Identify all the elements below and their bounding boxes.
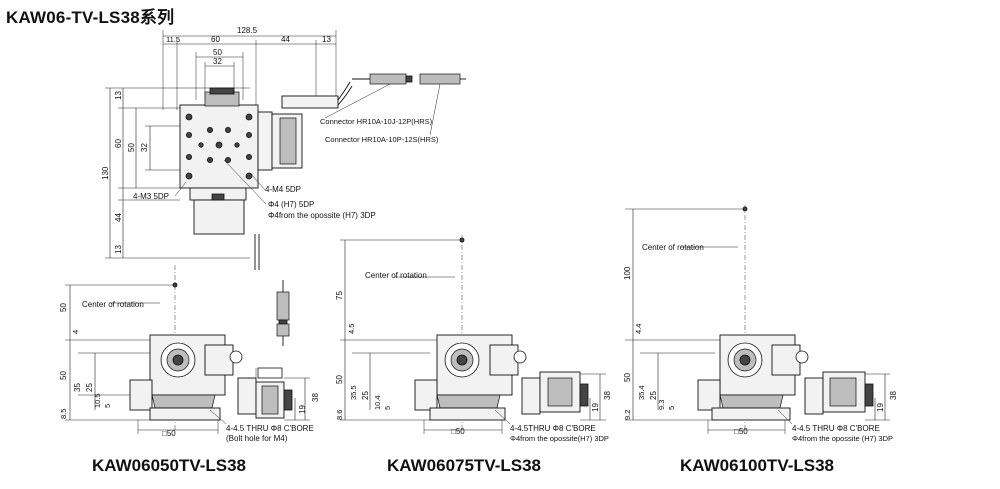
v3-dim-4: 25 xyxy=(649,391,658,400)
v3-dim-1: 4.4 xyxy=(634,324,643,334)
v3-dim-3: 35.4 xyxy=(637,385,646,400)
connector-plug xyxy=(369,73,407,85)
dim-128-5: 128.5 xyxy=(237,26,258,35)
page-title: KAW06-TV-LS38系列 xyxy=(6,8,175,27)
v1-left-block xyxy=(129,379,153,411)
model-label-1: KAW06050TV-LS38 xyxy=(92,456,247,475)
note-m3: 4-M3 5DP xyxy=(133,192,169,201)
v2-square: □50 xyxy=(451,427,465,436)
v1-dim-r1: 19 xyxy=(298,405,307,414)
dim-44: 44 xyxy=(281,35,290,44)
connector-1-label: Connector HR10A-10J-12P(HRS) xyxy=(320,117,433,126)
top-view: 128.5 11.5 60 44 13 50 32 13 60 50 32 13… xyxy=(101,26,466,270)
dim-13: 13 xyxy=(322,35,331,44)
note-phi4: Φ4 (H7) 5DP xyxy=(268,200,314,209)
v2-dim-4: 25 xyxy=(361,391,370,400)
v3-worm-gear xyxy=(719,394,784,409)
dim-v-44: 44 xyxy=(114,213,123,222)
dim-v-130: 130 xyxy=(101,166,110,180)
top-cable-block xyxy=(281,95,339,109)
v2-note2: Φ4from the opossite(H7) 3DP xyxy=(510,434,609,443)
dim-v-60: 60 xyxy=(114,139,123,148)
top-motor-band xyxy=(279,117,297,165)
v1-dim-3: 35 xyxy=(73,383,82,392)
v2-worm-gear xyxy=(436,394,501,409)
v2-left-block xyxy=(414,379,438,411)
dim-32: 32 xyxy=(213,57,222,66)
v1-dim-5: 10.5 xyxy=(93,393,102,408)
top-lower-knob xyxy=(211,193,225,201)
side-view-3: 100 4.4 50 35.4 25 9.3 5 9.2 Center of r… xyxy=(623,205,898,443)
dim-11-5: 11.5 xyxy=(166,35,180,44)
top-lower-body xyxy=(193,199,245,235)
v3-square: □50 xyxy=(734,427,748,436)
note-m4: 4-M4 5DP xyxy=(265,185,301,194)
v2-note1: 4-4.5THRU Φ8 C'BORE xyxy=(510,424,596,433)
v1-center-label: Center of rotation xyxy=(82,300,144,309)
v1-note2: (Bolt hole for M4) xyxy=(226,434,288,443)
v3-dim-2: 50 xyxy=(623,373,632,382)
v3-dim-r0: 38 xyxy=(889,391,898,400)
v2-dim-1: 4.5 xyxy=(347,324,356,334)
v1-square: □50 xyxy=(162,429,176,438)
connector-socket xyxy=(419,73,461,85)
v3-note2: Φ4from the opossite (H7) 3DP xyxy=(792,434,893,443)
v2-dim-6: 5 xyxy=(383,406,392,410)
top-hole-pattern xyxy=(185,113,253,180)
dim-60: 60 xyxy=(211,35,220,44)
side-view-2: 75 4.5 50 35.5 25 10.4 5 8.6 Center of r… xyxy=(335,235,612,443)
dim-v-13a: 13 xyxy=(114,91,123,100)
v3-dim-r1: 19 xyxy=(876,403,885,412)
v3-dim-0: 100 xyxy=(623,266,632,280)
connector-2-label: Connector HR10A-10P-12S(HRS) xyxy=(325,135,439,144)
v2-dim-r0: 38 xyxy=(603,391,612,400)
dim-v-13b: 13 xyxy=(114,245,123,254)
dim-v-32: 32 xyxy=(140,143,149,152)
v1-dim-4: 25 xyxy=(85,383,94,392)
v1-dim-6: 5 xyxy=(103,404,112,408)
v1-dim-0: 50 xyxy=(59,303,68,312)
v2-dim-r1: 19 xyxy=(591,403,600,412)
v1-dim-r0: 38 xyxy=(311,393,320,402)
v3-center-label: Center of rotation xyxy=(642,243,704,252)
v2-dim-0: 75 xyxy=(335,291,344,300)
side-view-1: 50 4 50 35 25 10.5 5 8.5 Center of rotat… xyxy=(59,265,320,443)
cable-detail xyxy=(276,280,290,346)
v2-dim-7: 8.6 xyxy=(335,410,344,420)
v2-dim-2: 50 xyxy=(335,375,344,384)
v2-center-label: Center of rotation xyxy=(365,271,427,280)
v1-dim-1: 4 xyxy=(71,330,80,334)
model-label-2: KAW06075TV-LS38 xyxy=(387,456,542,475)
model-label-3: KAW06100TV-LS38 xyxy=(680,456,835,475)
v3-dim-7: 9.2 xyxy=(623,410,632,420)
v3-dim-5: 9.3 xyxy=(657,400,666,410)
dim-v-50: 50 xyxy=(127,143,136,152)
v2-dim-5: 10.4 xyxy=(373,395,382,410)
v3-note1: 4-4.5 THRU Φ8 C'BORE xyxy=(792,424,880,433)
v3-left-block xyxy=(697,379,721,411)
top-side-block xyxy=(257,111,273,171)
v2-dim-3: 35.5 xyxy=(349,385,358,400)
v1-worm-gear xyxy=(151,394,216,409)
v1-dim-2: 50 xyxy=(59,371,68,380)
top-knob-cap xyxy=(209,87,235,95)
note-phi4-opp: Φ4from the opossite (H7) 3DP xyxy=(268,211,376,220)
v1-note1: 4-4.5 THRU Φ8 C'BORE xyxy=(226,424,314,433)
v3-dim-6: 5 xyxy=(667,406,676,410)
connector-cable xyxy=(324,73,466,136)
v1-dim-7: 8.5 xyxy=(59,409,68,419)
dim-50: 50 xyxy=(213,48,222,57)
